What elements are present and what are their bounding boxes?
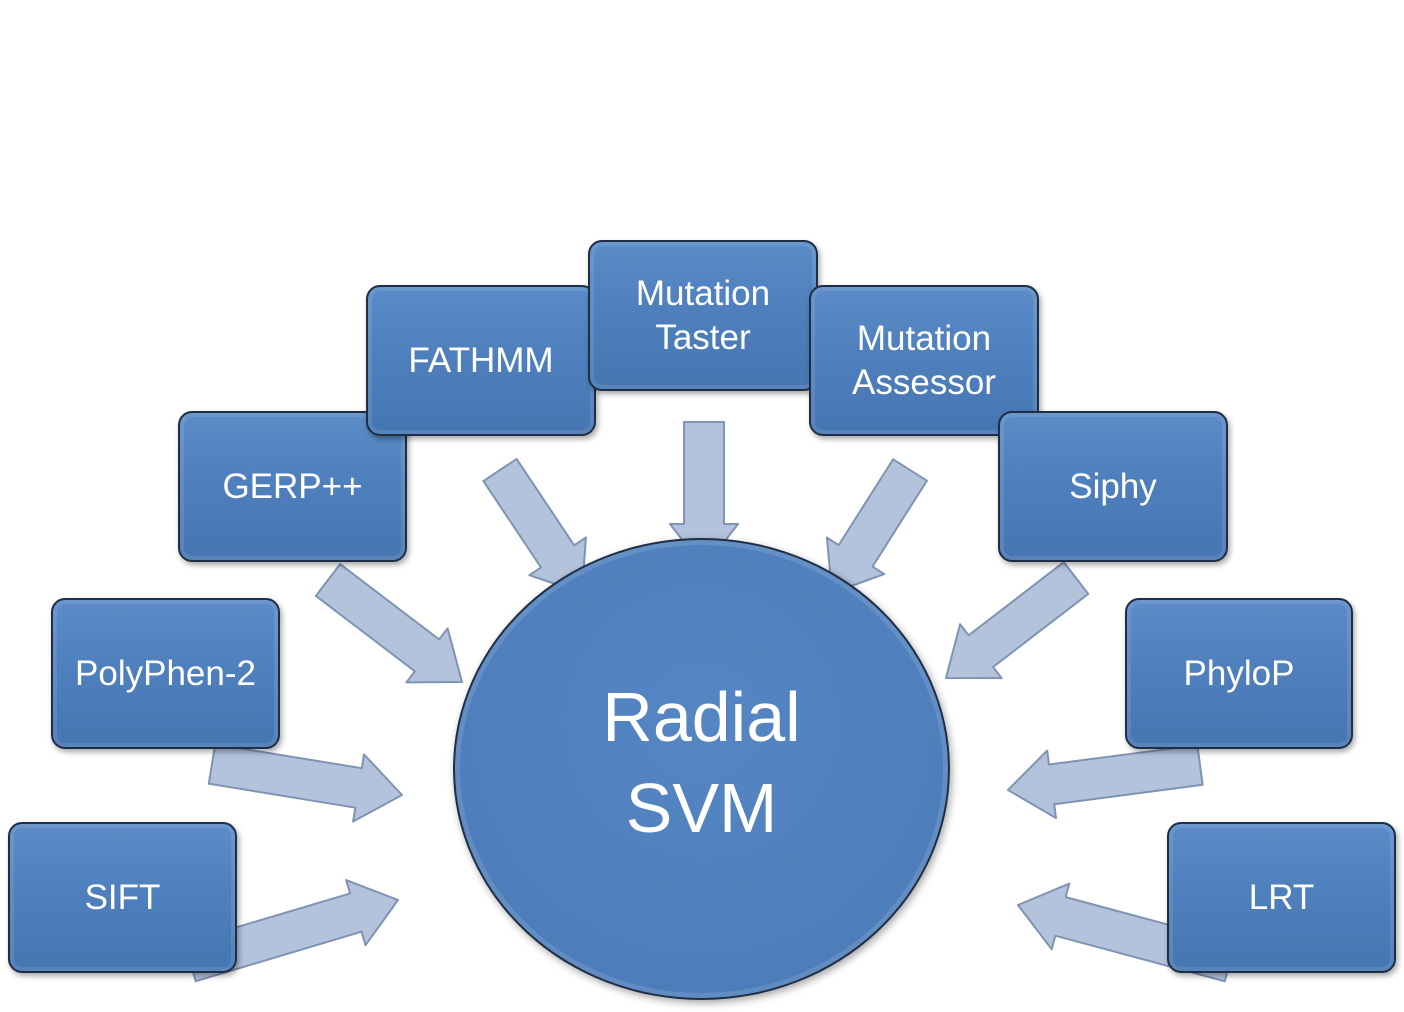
node-fathmm-label: FATHMM: [408, 340, 554, 380]
node-polyphen-2: PolyPhen-2: [51, 598, 280, 749]
arrow-assessor: [825, 458, 928, 594]
node-lrt-label: LRT: [1248, 877, 1315, 917]
arrow-siphy: [945, 561, 1090, 680]
node-siphy: Siphy: [998, 411, 1228, 562]
node-siphy-label: Siphy: [1069, 466, 1157, 506]
node-mutation-assessor: Mutation Assessor: [809, 285, 1039, 436]
node-sift: SIFT: [8, 822, 237, 973]
node-phylop: PhyloP: [1125, 598, 1353, 749]
node-lrt: LRT: [1167, 822, 1396, 973]
arrow-polyphen: [207, 743, 403, 823]
node-fathmm: FATHMM: [366, 285, 596, 436]
node-gerp: GERP++: [178, 411, 407, 562]
arrow-phylop: [1007, 744, 1204, 819]
node-mutation-taster: Mutation Taster: [588, 240, 818, 391]
arrow-gerp: [314, 563, 463, 684]
node-phylop-label: PhyloP: [1183, 653, 1295, 693]
node-mutation-assessor-label: Mutation Assessor: [852, 318, 996, 402]
node-gerp-label: GERP++: [222, 466, 363, 506]
radial-svm-node: Radial SVM: [453, 538, 950, 1000]
node-mutation-taster-label: Mutation Taster: [635, 273, 771, 357]
radial-svm-label: Radial SVM: [602, 678, 801, 847]
node-sift-label: SIFT: [84, 877, 161, 917]
node-polyphen-2-label: PolyPhen-2: [75, 653, 256, 693]
